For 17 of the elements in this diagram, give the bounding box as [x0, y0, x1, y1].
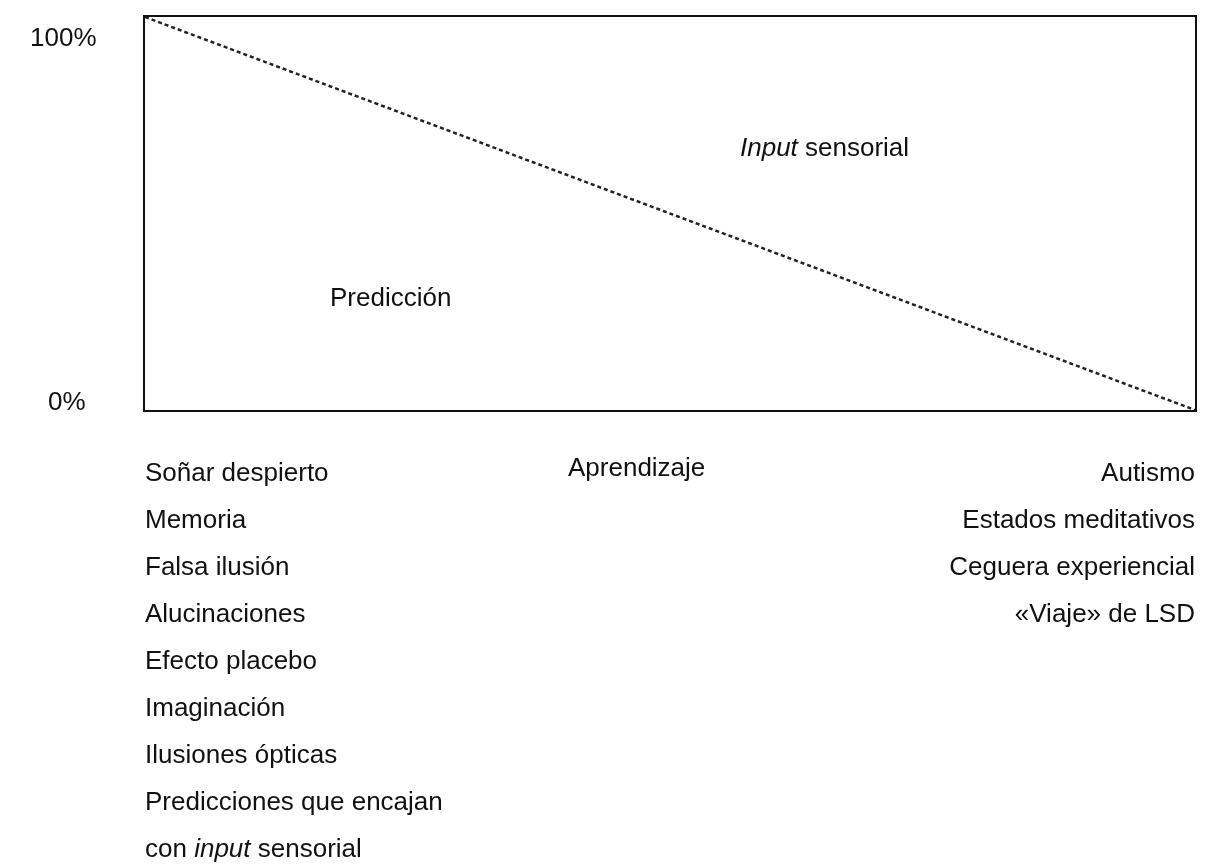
list-item-text: Ceguera experiencial [949, 551, 1195, 581]
list-item-text: Ilusiones ópticas [145, 739, 338, 769]
list-item-text: «Viaje» de LSD [1014, 598, 1195, 628]
list-item-text: Efecto placebo [145, 645, 317, 675]
list-item-text: Soñar despierto [145, 457, 329, 487]
list-item-text: Memoria [145, 504, 247, 534]
list-item-text: Falsa ilusión [145, 551, 290, 581]
axis-tick-label: 0% [48, 386, 86, 416]
axis-tick-label: 100% [30, 22, 97, 52]
list-item-text: Estados meditativos [962, 504, 1195, 534]
region-label: Input sensorial [740, 132, 910, 162]
list-item-text: Alucinaciones [145, 598, 306, 628]
list-item-text: Autismo [1101, 457, 1195, 487]
list-item-text: Imaginación [145, 692, 286, 722]
region-label: Predicción [330, 282, 452, 312]
list-item-text: Predicciones que encajan con input sensorial [145, 785, 444, 865]
category-label: Aprendizaje [568, 452, 706, 482]
